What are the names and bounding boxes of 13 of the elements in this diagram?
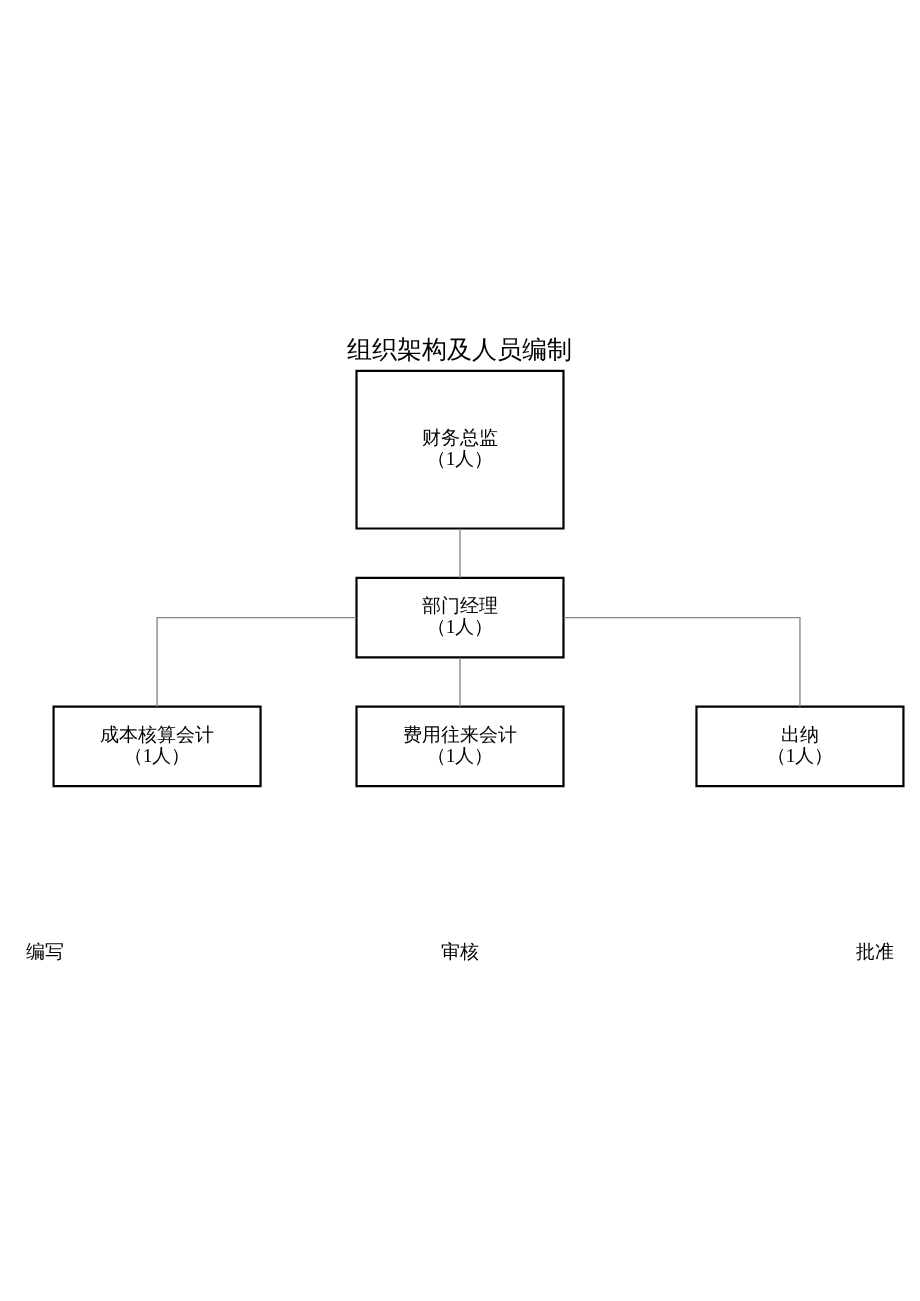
label: 编写	[25, 940, 64, 962]
label: 审核	[441, 940, 479, 962]
connector	[459, 528, 461, 579]
node-box: 部门经理 （1人）	[355, 576, 565, 659]
node-box: 出纳 （1人）	[695, 705, 905, 788]
connector	[156, 616, 357, 708]
label: 批准	[856, 940, 895, 962]
connector	[459, 657, 461, 708]
node-box: 费用往来会计 （1人）	[355, 705, 565, 788]
node-box: 成本核算会计 （1人）	[52, 705, 262, 788]
node-box: 财务总监 （1人）	[355, 369, 565, 530]
connector	[563, 616, 801, 708]
diagram-title: 组织架构及人员编制	[347, 335, 573, 363]
